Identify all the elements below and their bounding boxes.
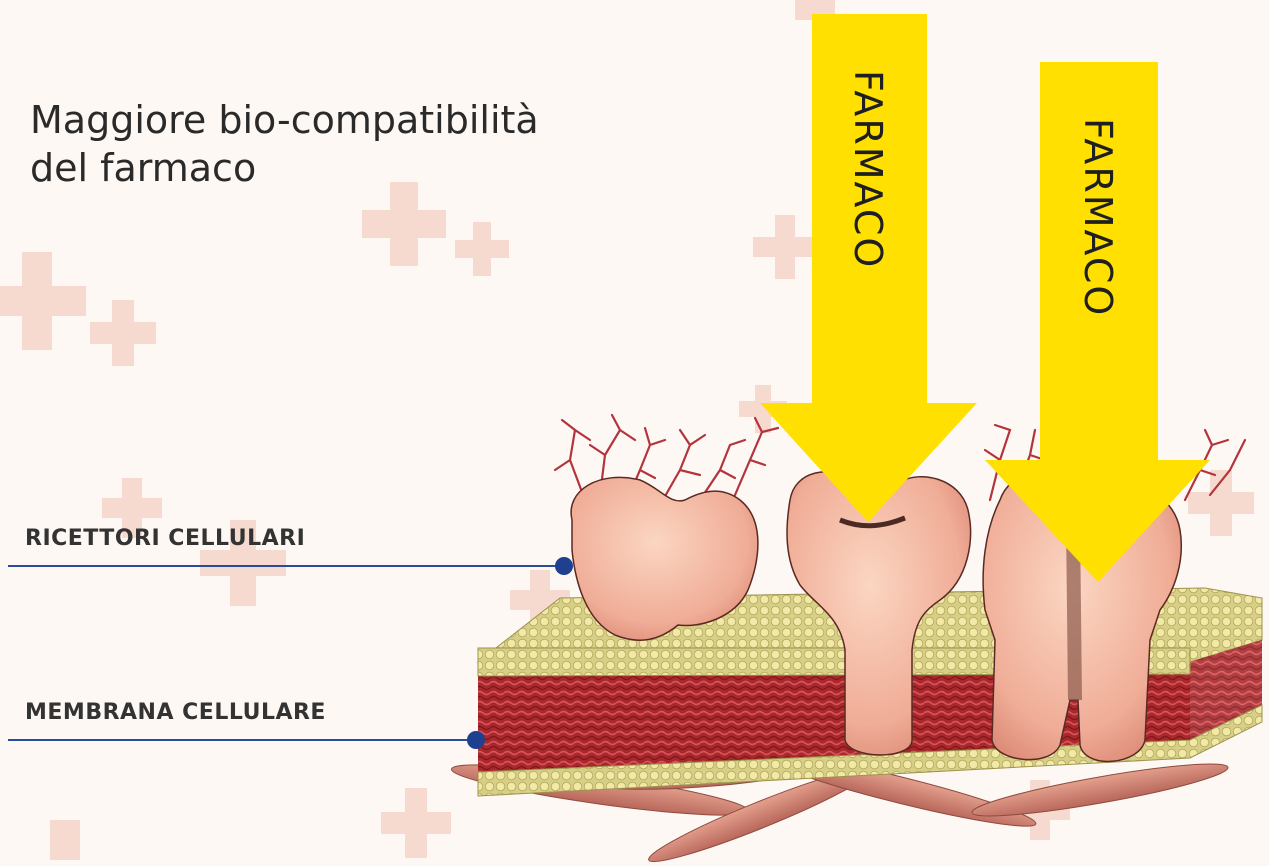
title-line-2: del farmaco: [30, 144, 539, 192]
title-line-1: Maggiore bio-compatibilità: [30, 96, 539, 144]
cross-decoration: [753, 215, 817, 279]
cross-decoration: [90, 300, 156, 366]
cross-decoration: [362, 182, 446, 266]
receptors-label: RICETTORI CELLULARI: [25, 526, 305, 551]
cross-decoration: [0, 252, 86, 350]
cross-decoration: [50, 820, 80, 860]
membrane-label: MEMBRANA CELLULARE: [25, 700, 326, 725]
membrane-callout-dot: [467, 731, 485, 749]
receptors-callout-dot: [555, 557, 573, 575]
cross-decoration: [381, 788, 451, 858]
page-title: Maggiore bio-compatibilità del farmaco: [30, 96, 539, 192]
drug-arrow-2-label: FARMACO: [1076, 118, 1120, 317]
cross-decoration: [455, 222, 509, 276]
drug-arrow-1-label: FARMACO: [846, 70, 890, 269]
